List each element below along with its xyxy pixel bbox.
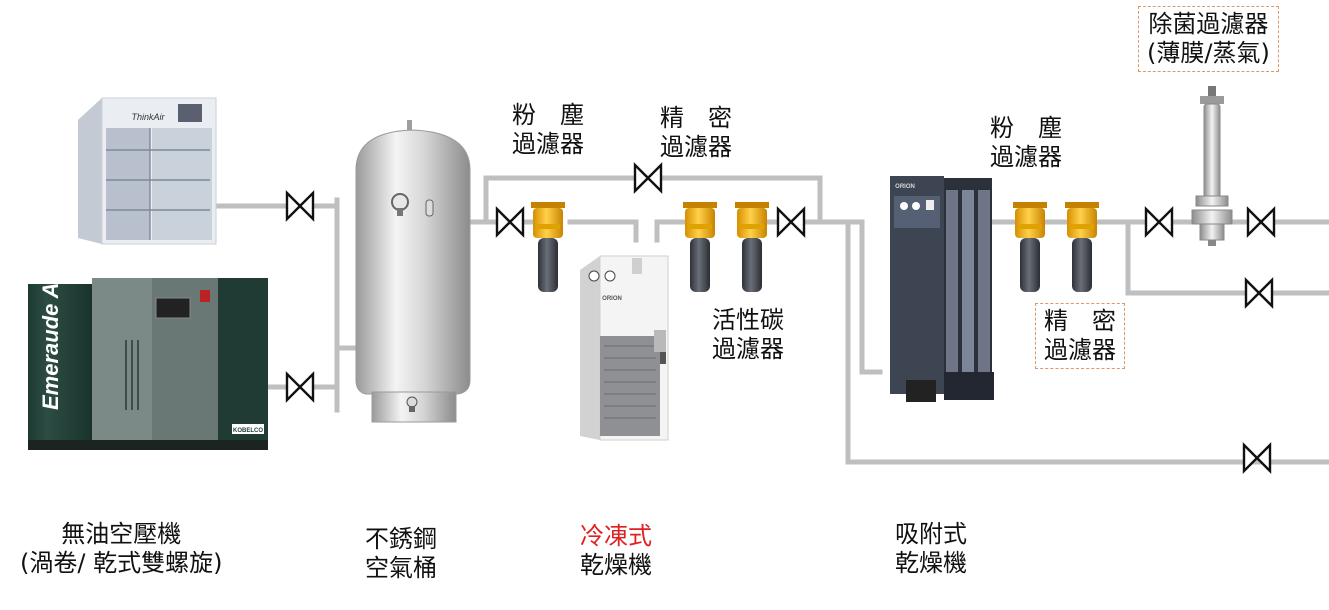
stainless-air-tank (355, 120, 471, 423)
label-refrigerated-dryer: 冷凍式 乾燥機 (580, 522, 652, 579)
scroll-compressor: ThinkAir (78, 97, 217, 245)
precision-filter-2-icon (1065, 202, 1099, 292)
pipe-branch-down (1125, 219, 1329, 296)
pipe-down-to-ads (845, 219, 1329, 465)
butterfly-valve-icon[interactable] (1144, 207, 1174, 237)
dust-filter-2-icon (1013, 202, 1047, 292)
label-adsorption-dryer: 吸附式 乾燥機 (895, 520, 967, 577)
screw-compressor-maker: KOBELCO (233, 428, 263, 434)
pipe-to-ref-dryer-in (567, 219, 639, 243)
scroll-compressor-brand: ThinkAir (131, 112, 165, 122)
label-precision-filter-1: 精 密 過濾器 (660, 104, 732, 161)
label-sterile-filter: 除菌過濾器 (薄膜/蒸氣) (1138, 6, 1279, 72)
label-oilfree-compressor: 無油空壓機 (渦卷/ 乾式雙螺旋) (20, 520, 223, 577)
refrigerated-dryer: ORION (580, 255, 669, 441)
screw-compressor: Emeraude ALE KOBELCO (28, 253, 268, 450)
pipe-ads-in (859, 219, 883, 375)
adsorption-dryer-maker: ORION (895, 184, 915, 190)
label-activated-carbon-filter: 活性碳 過濾器 (712, 306, 784, 363)
pipe-ref-dryer-out (654, 219, 687, 243)
butterfly-valve-icon[interactable] (285, 372, 315, 402)
butterfly-valve-icon[interactable] (776, 207, 806, 237)
adsorption-dryer: ORION (890, 176, 994, 402)
screw-compressor-brand: Emeraude ALE (38, 253, 63, 410)
butterfly-valve-icon[interactable] (495, 207, 525, 237)
label-dust-filter-1: 粉 塵 過濾器 (512, 101, 584, 158)
precision-filter-1-icon (683, 202, 717, 292)
refrigerated-dryer-maker: ORION (602, 296, 622, 302)
dust-filter-1-icon (531, 202, 565, 292)
label-dust-filter-2: 粉 塵 過濾器 (990, 114, 1062, 171)
butterfly-valve-icon[interactable] (285, 191, 315, 221)
label-stainless-tank: 不銹鋼 空氣桶 (365, 525, 437, 582)
butterfly-valve-icon[interactable] (633, 163, 663, 193)
butterfly-valve-icon[interactable] (1244, 278, 1274, 308)
sterile-filter (1191, 86, 1233, 246)
activated-carbon-filter-icon (735, 202, 769, 292)
label-precision-filter-2: 精 密 過濾器 (1035, 303, 1125, 369)
butterfly-valve-icon[interactable] (1242, 443, 1272, 473)
butterfly-valve-icon[interactable] (1246, 207, 1276, 237)
